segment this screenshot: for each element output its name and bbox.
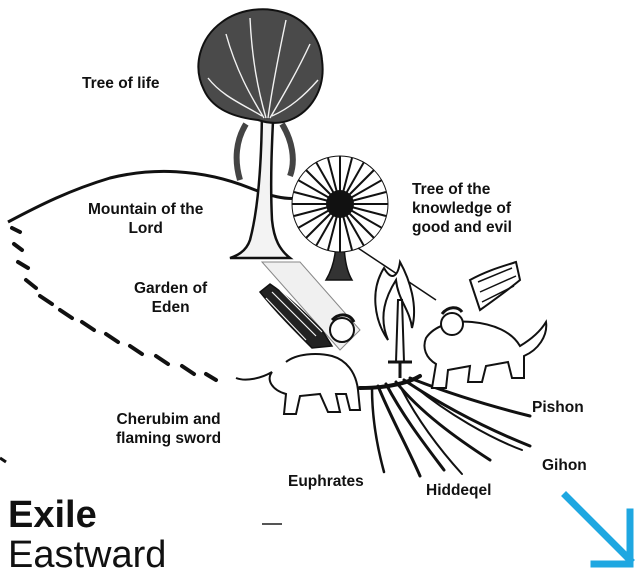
knowledge-tree-label-line-2: knowledge of [412,199,512,218]
exile-title: Exile [8,494,97,536]
flaming-sword-icon [375,262,414,378]
mountain-label-line-2: Lord [88,219,203,238]
mountain-label: Mountain of the Lord [88,200,203,238]
hiddeqel-label-text: Hiddeqel [426,481,491,500]
pishon-label-text: Pishon [532,398,584,417]
knowledge-tree-icon [292,156,388,280]
edge-dash [0,458,6,462]
knowledge-tree-label: Tree of the knowledge of good and evil [412,180,512,237]
tree-of-life-label-text: Tree of life [82,74,160,93]
eastward-subtitle: Eastward [8,534,166,576]
pishon-label: Pishon [532,398,584,417]
garden-label-line-2: Eden [134,298,207,317]
gihon-label-text: Gihon [542,456,587,475]
garden-label: Garden of Eden [134,279,207,317]
east-arrow-icon [566,496,630,564]
euphrates-label-text: Euphrates [288,472,364,491]
hiddeqel-label: Hiddeqel [426,481,491,500]
gihon-label: Gihon [542,456,587,475]
cherubim-label: Cherubim and flaming sword [116,410,221,448]
cherub-right-icon [424,262,546,388]
mountain-label-line-1: Mountain of the [88,200,203,219]
knowledge-tree-label-line-1: Tree of the [412,180,512,199]
euphrates-label: Euphrates [288,472,364,491]
knowledge-tree-label-line-3: good and evil [412,218,512,237]
cherubim-label-line-2: flaming sword [116,429,221,448]
garden-label-line-1: Garden of [134,279,207,298]
tree-of-life-label: Tree of life [82,74,160,93]
cherubim-label-line-1: Cherubim and [116,410,221,429]
rivers-icon [360,376,530,476]
